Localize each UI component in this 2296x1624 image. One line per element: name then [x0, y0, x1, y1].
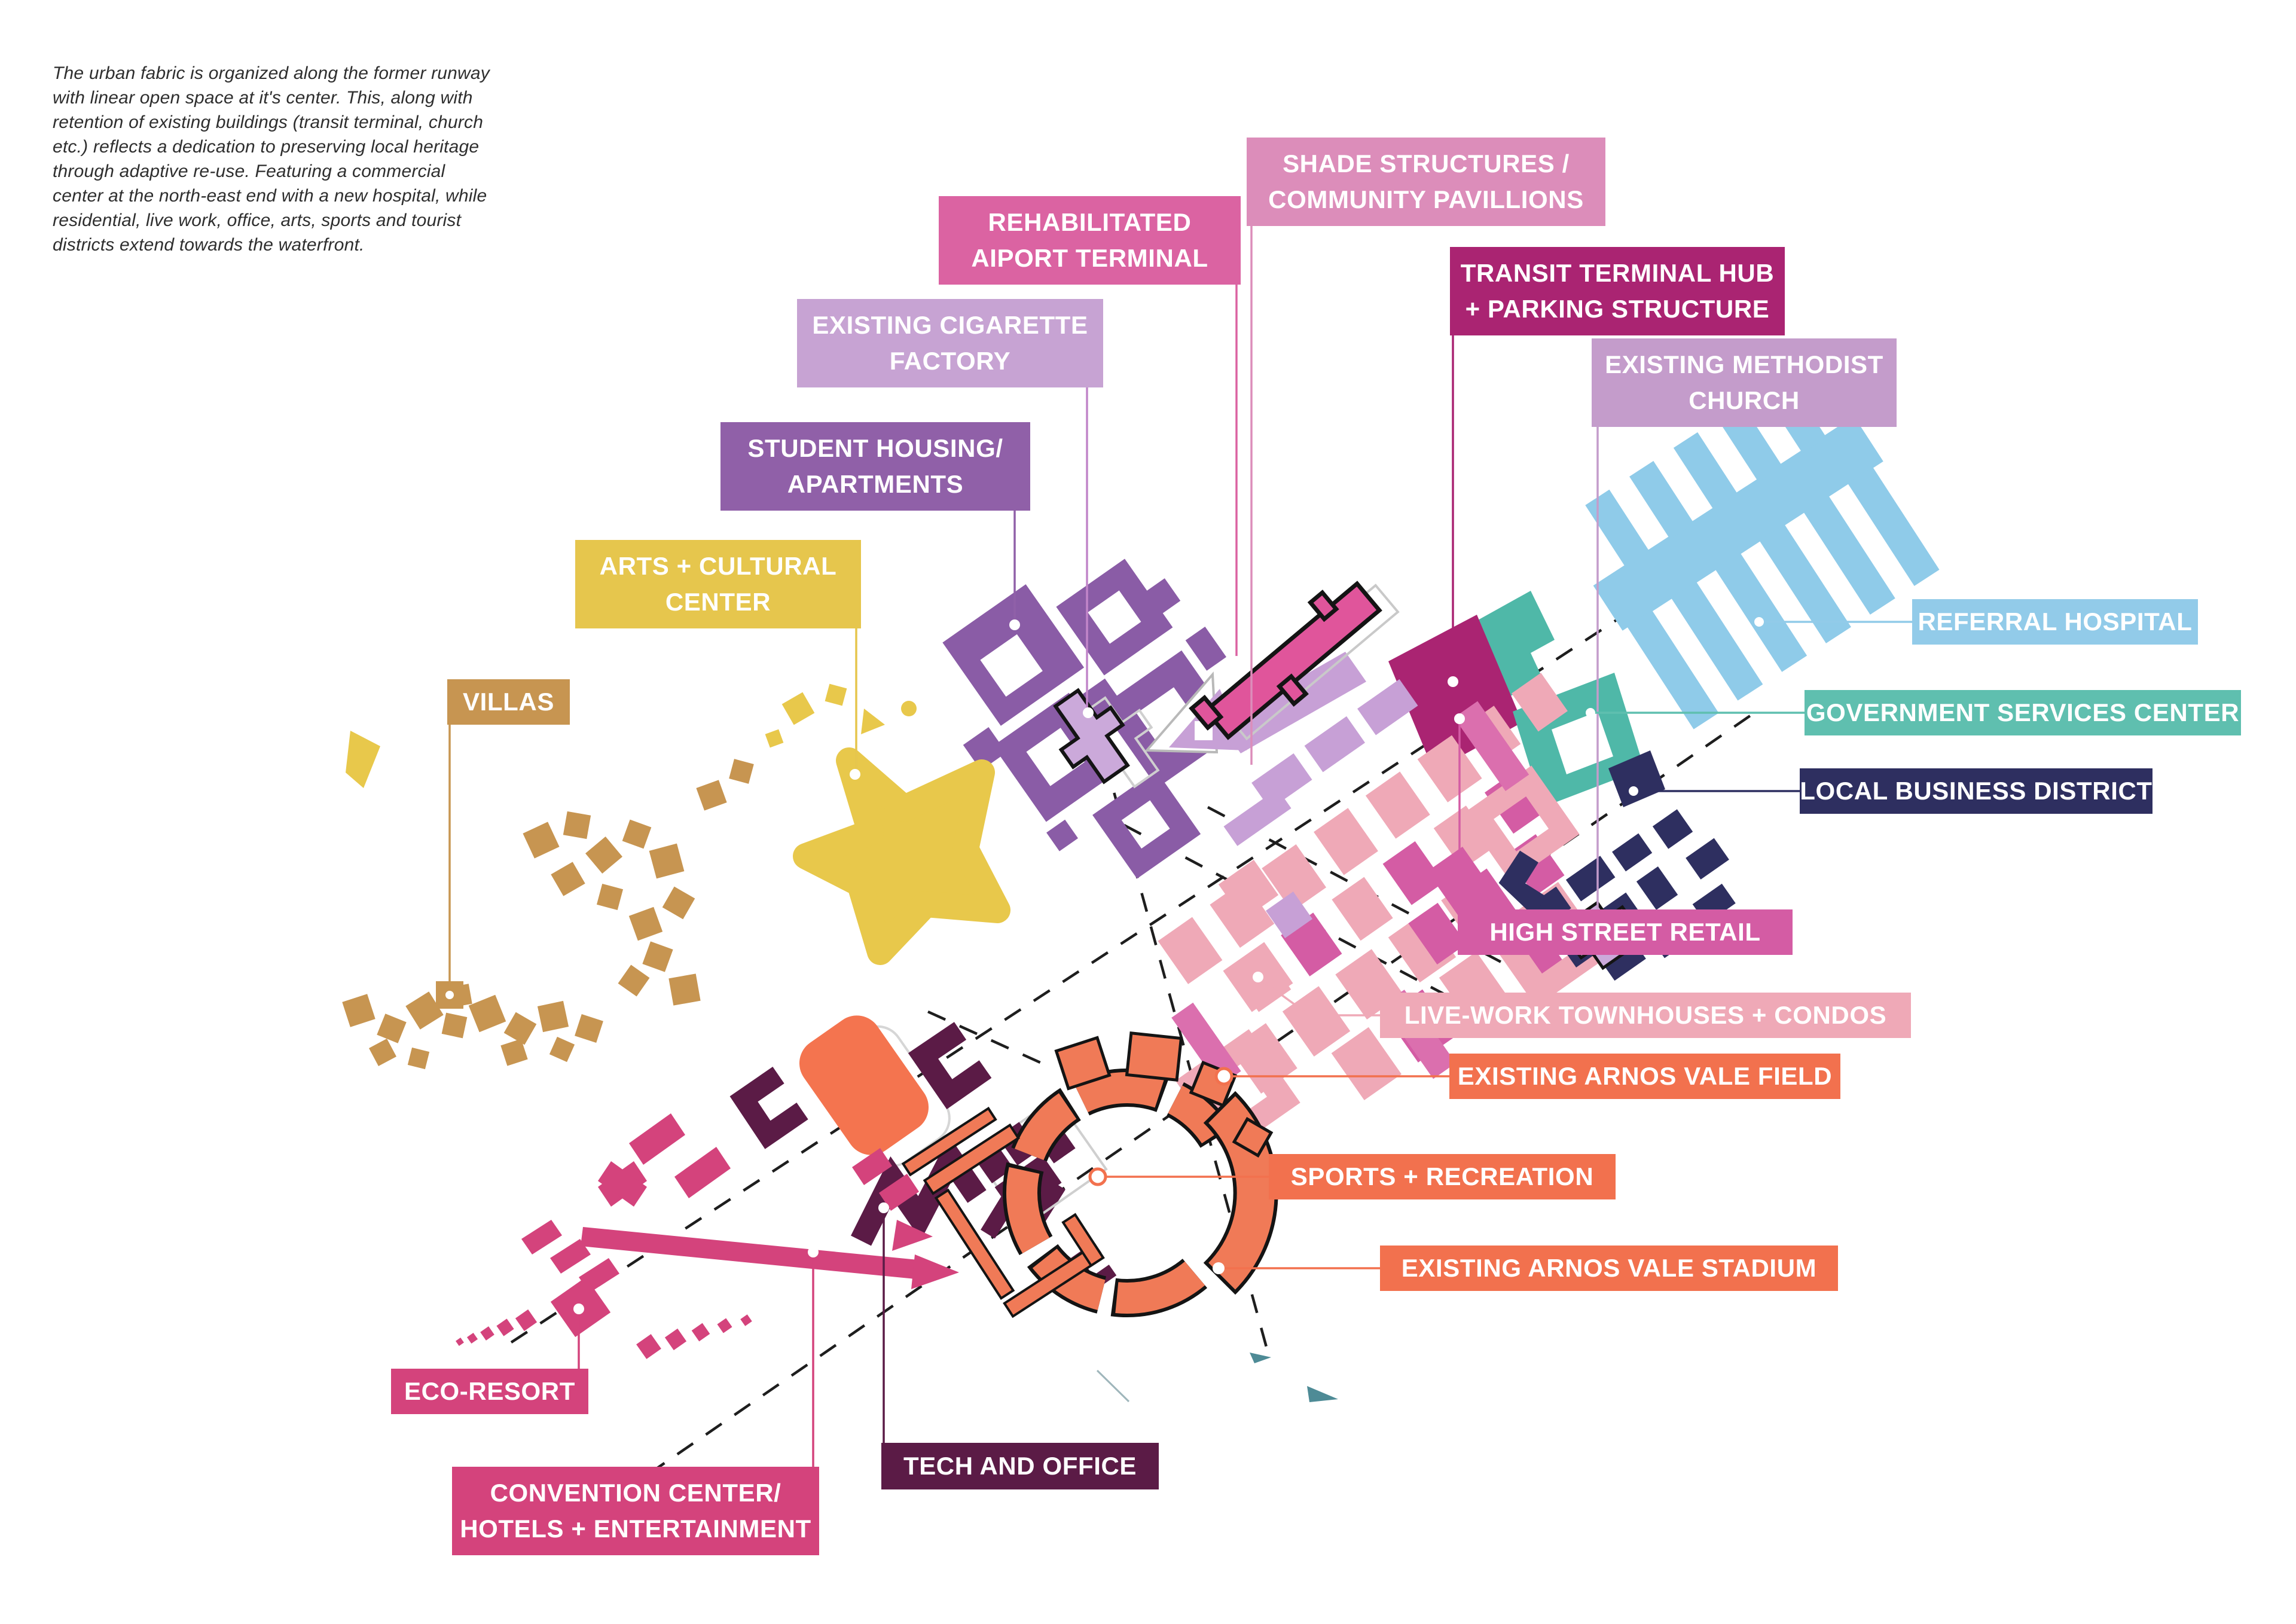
- label-transit-hub: TRANSIT TERMINAL HUB + PARKING STRUCTURE: [1450, 247, 1785, 335]
- label-arnos-field: EXISTING ARNOS VALE FIELD: [1449, 1054, 1840, 1099]
- villa-building: [537, 1000, 569, 1033]
- villa-building: [563, 811, 591, 840]
- label-eco-resort: ECO-RESORT: [391, 1369, 588, 1414]
- eco-trail-block: [691, 1323, 710, 1342]
- eco-trail-block: [664, 1328, 687, 1351]
- sports-track: [901, 1106, 1105, 1318]
- villa-building: [407, 1047, 430, 1070]
- retail-block: [1433, 805, 1495, 869]
- villa-building: [585, 837, 622, 874]
- villa-building: [618, 964, 650, 997]
- eco-trail-block: [456, 1338, 464, 1346]
- pavilion-building-a: [1218, 859, 1279, 920]
- airport-terminal-building: [1189, 581, 1400, 741]
- eco-trail-block: [515, 1309, 538, 1332]
- retail-block: [1282, 986, 1351, 1057]
- hospital-building: [1585, 375, 1940, 729]
- villa-building: [729, 759, 754, 784]
- label-cigarette-factory: EXISTING CIGARETTE FACTORY: [797, 299, 1103, 387]
- villa-building: [503, 1012, 537, 1045]
- label-villas: VILLAS: [447, 679, 570, 725]
- retail-block: [1158, 917, 1223, 984]
- pavilion-building-b: [1266, 892, 1312, 938]
- eco-trail-block: [496, 1318, 514, 1336]
- eco-trail-block: [636, 1334, 661, 1359]
- label-rehab-terminal: REHABILITATED AIPORT TERMINAL: [939, 196, 1241, 285]
- label-high-street: HIGH STREET RETAIL: [1458, 909, 1793, 955]
- villa-building: [649, 843, 685, 879]
- label-government-services: GOVERNMENT SERVICES CENTER: [1805, 690, 2241, 735]
- label-arts-center: ARTS + CULTURAL CENTER: [575, 540, 861, 628]
- retail-block: [1408, 902, 1467, 965]
- retail-block: [1388, 912, 1457, 983]
- villa-building: [377, 1014, 407, 1043]
- retail-block: [1382, 841, 1444, 905]
- label-tech-office: TECH AND OFFICE: [881, 1443, 1159, 1489]
- villa-building: [405, 991, 444, 1030]
- label-live-work: LIVE-WORK TOWNHOUSES + CONDOS: [1380, 993, 1911, 1038]
- villa-building: [575, 1014, 603, 1043]
- villa-building: [441, 1012, 468, 1039]
- retail-block: [1365, 771, 1430, 839]
- label-sports-recreation: SPORTS + RECREATION: [1269, 1154, 1616, 1199]
- villa-building: [642, 941, 673, 972]
- district-eco-convention: [521, 1113, 959, 1338]
- villa-building: [622, 819, 652, 849]
- label-student-housing: STUDENT HOUSING/ APARTMENTS: [720, 422, 1030, 511]
- arts-small-pieces: [346, 683, 917, 788]
- villa-building: [342, 994, 375, 1027]
- label-arnos-stadium: EXISTING ARNOS VALE STADIUM: [1380, 1246, 1838, 1291]
- villa-building: [549, 1036, 575, 1063]
- villa-building: [668, 973, 701, 1006]
- villa-building: [696, 780, 727, 811]
- villa-building: [468, 994, 506, 1033]
- villa-building: [628, 906, 663, 941]
- villa-building: [551, 862, 585, 896]
- label-convention-center: CONVENTION CENTER/ HOTELS + ENTERTAINMEN…: [452, 1467, 819, 1555]
- label-local-business: LOCAL BUSINESS DISTRICT: [1800, 768, 2152, 814]
- arts-center-star: [346, 683, 1010, 965]
- villa-building: [369, 1039, 396, 1066]
- waterfront-marks: [1096, 1353, 1338, 1403]
- label-shade-structures: SHADE STRUCTURES / COMMUNITY PAVILLIONS: [1247, 138, 1605, 226]
- eco-resort-trails: [456, 1309, 752, 1359]
- stadium-ring: [1003, 1069, 1278, 1317]
- retail-block: [1331, 1027, 1402, 1100]
- intro-text: The urban fabric is organized along the …: [53, 63, 490, 255]
- eco-trail-block: [717, 1318, 732, 1333]
- retail-block: [1223, 788, 1292, 846]
- retail-block: [1357, 679, 1418, 735]
- eco-trail-block: [480, 1326, 494, 1341]
- villa-building: [523, 822, 560, 859]
- leader-lines: [448, 226, 1912, 1467]
- cigarette-factory-building: [1053, 688, 1160, 789]
- local-business-dot-building: [1608, 750, 1665, 807]
- villa-building: [662, 886, 695, 920]
- leader-nodes: [444, 617, 1764, 1314]
- retail-block: [1251, 753, 1312, 810]
- retail-block: [1262, 844, 1327, 912]
- eco-trail-block: [466, 1332, 478, 1344]
- district-villas: [342, 759, 754, 1070]
- retail-block: [1314, 808, 1378, 875]
- label-methodist-church: EXISTING METHODIST CHURCH: [1592, 338, 1897, 427]
- retail-block: [1512, 673, 1568, 732]
- villa-building: [500, 1039, 528, 1066]
- label-referral-hospital: REFERRAL HOSPITAL: [1912, 599, 2198, 645]
- retail-block: [1332, 877, 1393, 941]
- eco-trail-block: [740, 1314, 752, 1326]
- community-pavilions: [1054, 1031, 1274, 1158]
- retail-block: [1304, 716, 1366, 773]
- villa-building: [596, 883, 624, 911]
- high-street-dot-building: [1427, 847, 1496, 918]
